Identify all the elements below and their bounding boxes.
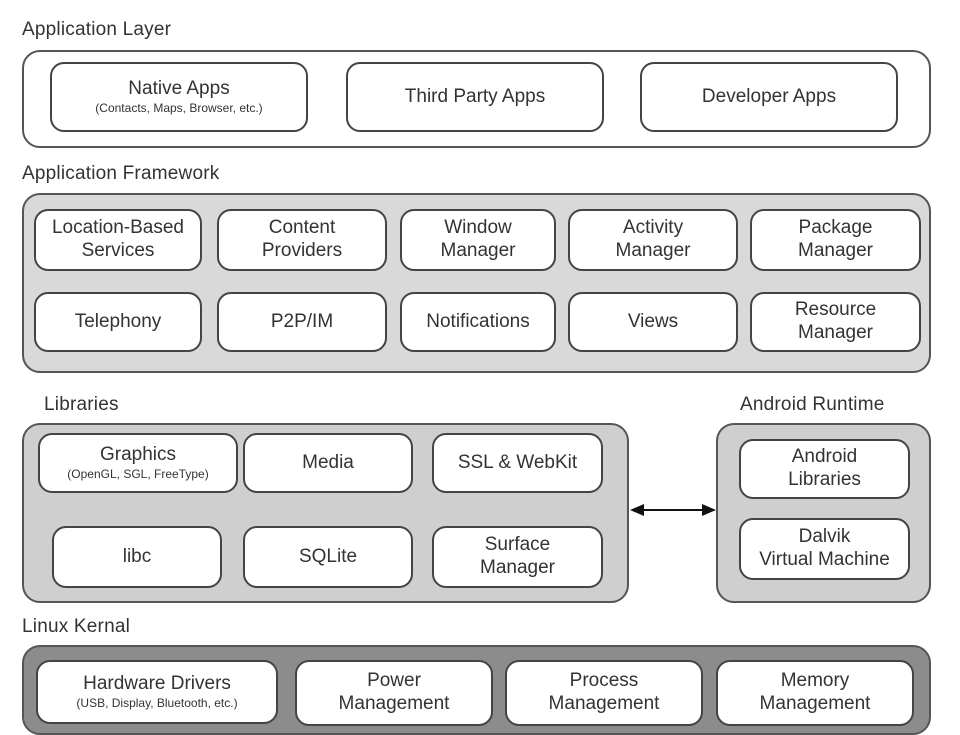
dalvik-vm-box: Dalvik Virtual Machine [739, 518, 910, 580]
ssl-webkit-box: SSL & WebKit [432, 433, 603, 493]
media-box: Media [243, 433, 413, 493]
native-apps-title: Native Apps [128, 77, 230, 99]
libraries-runtime-arrow [630, 504, 716, 516]
android-libraries-box: Android Libraries [739, 439, 910, 499]
window-manager-box: Window Manager [400, 209, 556, 271]
views-box: Views [568, 292, 738, 352]
location-based-services-box: Location-Based Services [34, 209, 202, 271]
hardware-drivers-box: Hardware Drivers (USB, Display, Bluetoot… [36, 660, 278, 724]
power-management-box: Power Management [295, 660, 493, 726]
android-runtime-label: Android Runtime [740, 394, 885, 415]
libc-box: libc [52, 526, 222, 588]
developer-apps-title: Developer Apps [701, 85, 837, 107]
memory-management-box: Memory Management [716, 660, 914, 726]
p2p-im-box: P2P/IM [217, 292, 387, 352]
application-layer-label: Application Layer [22, 19, 172, 40]
arrow-head-right [702, 504, 716, 516]
content-providers-box: Content Providers [217, 209, 387, 271]
telephony-box: Telephony [34, 292, 202, 352]
arrow-head-left [630, 504, 644, 516]
activity-manager-box: Activity Manager [568, 209, 738, 271]
linux-kernel-label: Linux Kernal [22, 616, 131, 637]
surface-manager-box: Surface Manager [432, 526, 603, 588]
native-apps-subtitle: (Contacts, Maps, Browser, etc.) [95, 100, 263, 115]
libraries-label: Libraries [44, 394, 119, 415]
native-apps-box: Native Apps (Contacts, Maps, Browser, et… [50, 62, 308, 132]
third-party-apps-box: Third Party Apps [346, 62, 604, 132]
sqlite-box: SQLite [243, 526, 413, 588]
notifications-box: Notifications [400, 292, 556, 352]
graphics-box: Graphics (OpenGL, SGL, FreeType) [38, 433, 238, 493]
application-framework-label: Application Framework [22, 163, 220, 184]
process-management-box: Process Management [505, 660, 703, 726]
resource-manager-box: Resource Manager [750, 292, 921, 352]
package-manager-box: Package Manager [750, 209, 921, 271]
developer-apps-box: Developer Apps [640, 62, 898, 132]
third-party-apps-title: Third Party Apps [404, 85, 546, 107]
